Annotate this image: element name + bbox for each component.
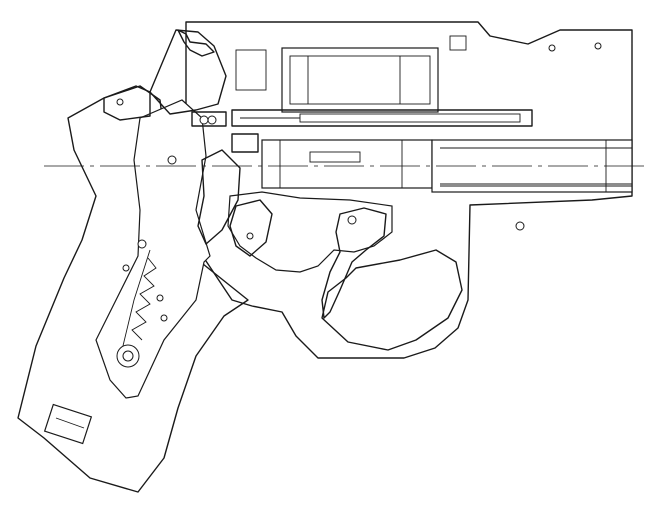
frame-screw-1 — [515, 221, 525, 231]
cylinder-chamber — [261, 139, 433, 189]
trigger — [321, 207, 387, 319]
hammer-spur — [177, 29, 215, 57]
pivot-pin-1 — [167, 155, 177, 165]
frame-body — [185, 21, 633, 359]
cylinder-notch — [309, 151, 361, 163]
top-strap-latch — [449, 35, 467, 51]
firing-pin-block — [231, 133, 259, 153]
frame-screw-5 — [207, 115, 217, 125]
mechanism-cavity — [227, 191, 393, 273]
rear-tang — [103, 85, 151, 121]
mainspring-plug-inner — [122, 350, 134, 362]
pivot-pin-3 — [122, 264, 130, 272]
frame-screw-2 — [548, 44, 556, 52]
center-pin-core — [299, 113, 521, 123]
rear-sight — [235, 49, 267, 91]
transfer-bar — [191, 111, 227, 127]
hand-pivot — [246, 232, 254, 240]
pivot-pin-5 — [160, 314, 168, 322]
trigger-pivot — [347, 215, 357, 225]
grip-bottom-slot — [43, 403, 93, 445]
pivot-pin-2 — [137, 239, 147, 249]
pivot-pin-4 — [156, 294, 164, 302]
frame-screw-3 — [594, 42, 602, 50]
frame-screw-4 — [199, 115, 209, 125]
rear-screw — [116, 98, 124, 106]
mainspring — [131, 257, 157, 341]
hammer — [149, 29, 227, 115]
grip-internal-cavity — [95, 99, 211, 399]
cylinder-hand — [229, 199, 273, 257]
hammer-strut — [197, 149, 241, 245]
barrel-rifling — [440, 147, 632, 187]
cylinder — [289, 55, 431, 105]
cylinder-window — [281, 47, 439, 113]
center-pin-rod — [231, 109, 533, 127]
